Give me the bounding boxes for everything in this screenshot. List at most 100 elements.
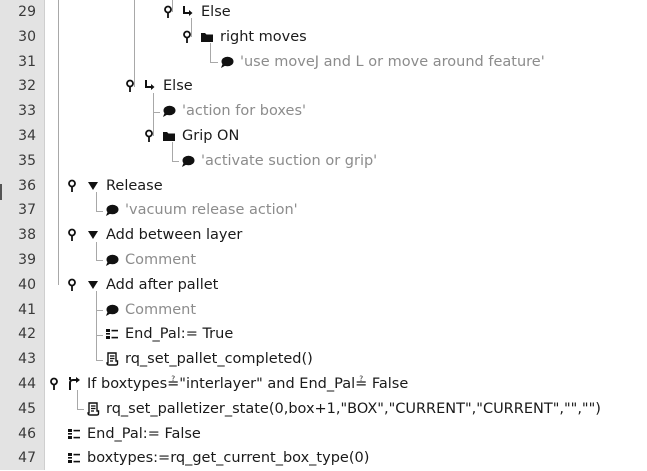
line-number: 47 [18, 450, 36, 467]
line-number: 44 [18, 376, 36, 392]
program-node-label[interactable]: 'vacuum release action' [125, 202, 298, 219]
assignment-icon [67, 451, 81, 465]
tree-connector-line [96, 310, 103, 311]
triangle-down-icon [86, 228, 100, 242]
line-number: 33 [18, 103, 36, 120]
line-number: 37 [18, 202, 36, 219]
line-number: 35 [18, 152, 36, 169]
tree-connector-line [191, 18, 192, 38]
breakpoint-pin-icon[interactable] [66, 228, 78, 242]
comment-bubble-icon [181, 154, 195, 168]
line-number: 30 [18, 28, 36, 45]
else-arrow-icon [143, 79, 157, 93]
program-node-row[interactable]: 40 Add after pallet [0, 273, 647, 298]
program-node-row[interactable]: 32 Else [0, 74, 647, 99]
program-node-row[interactable]: 35 'activate suction or grip' [0, 149, 647, 174]
comment-bubble-icon [220, 55, 234, 69]
program-node-label[interactable]: right moves [220, 28, 307, 45]
tree-connector-line [96, 260, 103, 262]
program-node-label[interactable]: End_Pal:= True [125, 326, 234, 343]
line-number: 36 [18, 177, 36, 194]
breakpoint-pin-icon[interactable] [162, 5, 174, 19]
program-node-row[interactable]: 47 boxtypes:=rq_get_current_box_type(0) [0, 446, 647, 471]
line-number: 40 [18, 276, 36, 293]
folder-icon [200, 30, 214, 44]
breakpoint-pin-icon[interactable] [181, 30, 193, 44]
tree-connector-line [172, 142, 173, 162]
program-node-label[interactable]: If boxtypes≟"interlayer" and End_Pal≟ Fa… [87, 376, 409, 392]
script-icon [86, 402, 100, 416]
tree-connector-line [96, 291, 97, 360]
breakpoint-pin-icon[interactable] [66, 278, 78, 292]
program-node-label[interactable]: End_Pal:= False [87, 425, 201, 442]
tree-connector-line [153, 92, 154, 137]
program-node-label[interactable]: Release [106, 177, 163, 194]
script-icon [105, 352, 119, 366]
comment-bubble-icon [105, 203, 119, 217]
triangle-down-icon [86, 278, 100, 292]
line-number: 46 [18, 425, 36, 442]
line-number: 45 [18, 400, 36, 417]
program-node-label[interactable]: Grip ON [182, 128, 240, 144]
program-node-label[interactable]: Comment [125, 301, 197, 318]
program-node-row[interactable]: 44 If boxtypes≟"interlayer" and End_Pal≟ … [0, 372, 647, 397]
assignment-icon [67, 427, 81, 441]
tree-connector-line [58, 0, 59, 286]
tree-connector-line [96, 359, 103, 361]
program-node-label[interactable]: rq_set_palletizer_state(0,box+1,"BOX","C… [106, 400, 601, 417]
program-node-row[interactable]: 41 Comment [0, 298, 647, 323]
program-node-label[interactable]: Add after pallet [106, 276, 219, 293]
tree-connector-line [153, 111, 160, 113]
line-number: 32 [18, 78, 36, 95]
folder-icon [162, 129, 176, 143]
program-node-row[interactable]: 30 right moves [0, 25, 647, 50]
program-node-row[interactable]: 46 End_Pal:= False [0, 422, 647, 447]
line-number: 34 [18, 128, 36, 144]
program-node-row[interactable]: 34 Grip ON [0, 124, 647, 149]
program-node-row[interactable]: 36 Release [0, 174, 647, 199]
program-node-label[interactable]: boxtypes:=rq_get_current_box_type(0) [87, 450, 370, 467]
tree-connector-line [172, 0, 173, 13]
assignment-icon [105, 327, 119, 341]
breakpoint-pin-icon[interactable] [48, 377, 60, 391]
line-number-gutter [0, 0, 45, 470]
tree-connector-line [134, 0, 135, 87]
program-node-label[interactable]: 'use moveJ and L or move around feature' [240, 53, 545, 70]
line-number: 31 [18, 53, 36, 70]
program-node-label[interactable]: Else [163, 78, 193, 95]
line-number: 41 [18, 301, 36, 318]
program-node-row[interactable]: 43 rq_set_pallet_completed() [0, 347, 647, 372]
program-node-row[interactable]: 33 'action for boxes' [0, 99, 647, 124]
program-node-row[interactable]: 31 'use moveJ and L or move around featur… [0, 50, 647, 75]
tree-connector-line [96, 334, 103, 336]
tree-connector-line [210, 43, 211, 62]
program-node-label[interactable]: Comment [125, 252, 197, 268]
line-number: 43 [18, 351, 36, 368]
program-node-label[interactable]: 'activate suction or grip' [201, 152, 378, 169]
line-number: 42 [18, 326, 36, 343]
comment-bubble-icon [105, 303, 119, 317]
tree-connector-line [96, 192, 97, 211]
if-branch-icon [67, 377, 81, 391]
program-node-row[interactable]: 29 Else [0, 0, 647, 25]
program-node-row[interactable]: 42 End_Pal:= True [0, 322, 647, 347]
breakpoint-pin-icon[interactable] [124, 79, 136, 93]
tree-connector-line [77, 390, 78, 410]
program-node-label[interactable]: Add between layer [106, 227, 243, 244]
tree-connector-line [172, 161, 179, 163]
breakpoint-pin-icon[interactable] [66, 179, 78, 193]
line-number: 38 [18, 227, 36, 244]
program-node-row[interactable]: 38 Add between layer [0, 223, 647, 248]
program-node-label[interactable]: 'action for boxes' [182, 103, 307, 120]
gutter-marker [0, 184, 2, 200]
tree-connector-line [210, 62, 218, 63]
comment-bubble-icon [105, 253, 119, 267]
triangle-down-icon [86, 179, 100, 193]
program-node-label[interactable]: Else [201, 4, 231, 20]
program-node-label[interactable]: rq_set_pallet_completed() [125, 351, 313, 368]
breakpoint-pin-icon[interactable] [143, 129, 155, 143]
program-node-row[interactable]: 45 rq_set_palletizer_state(0,box+1,"BOX",… [0, 397, 647, 422]
line-number: 29 [18, 4, 36, 20]
program-node-row[interactable]: 37 'vacuum release action' [0, 198, 647, 223]
